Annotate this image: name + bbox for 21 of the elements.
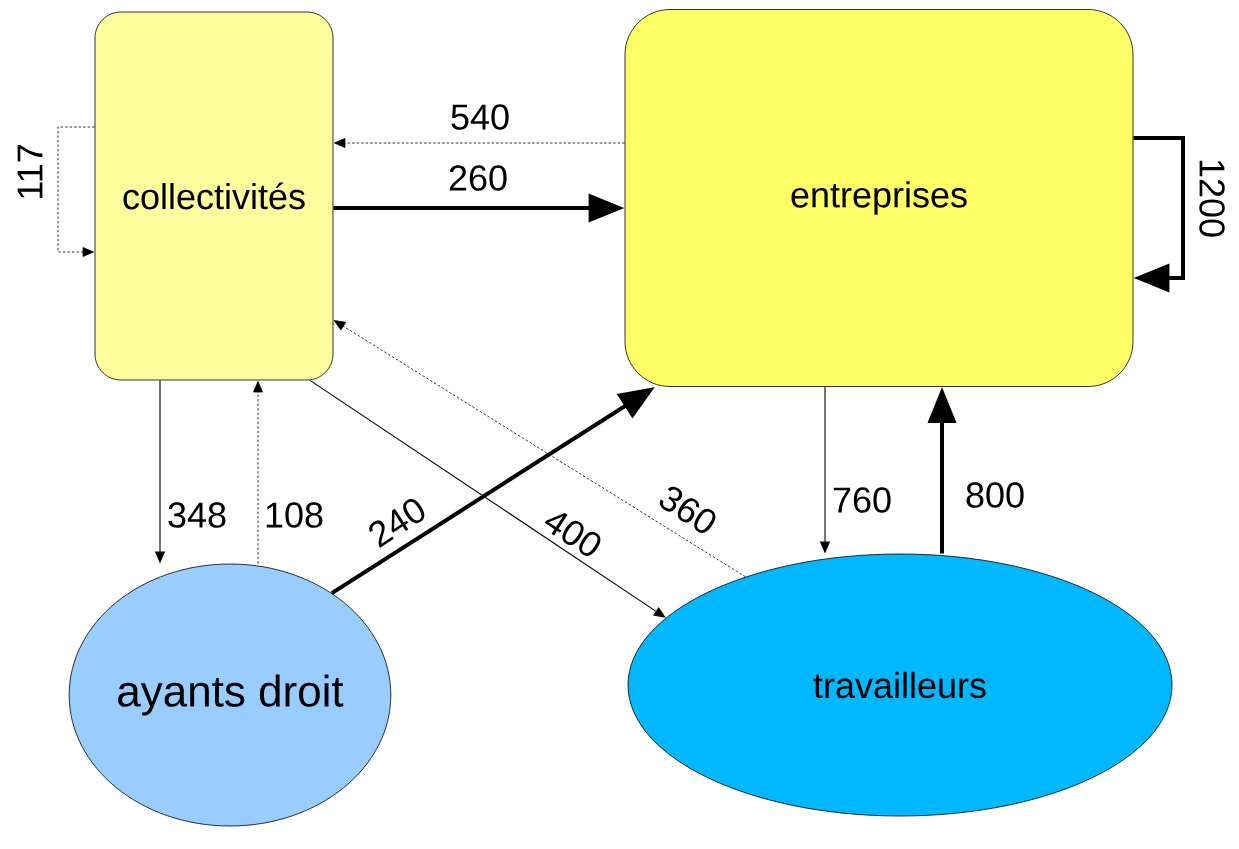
edge-label: 240 <box>363 493 431 551</box>
edge-label: 1200 <box>1198 156 1226 240</box>
edge-label: 760 <box>831 486 894 514</box>
edge-label: 800 <box>964 481 1027 509</box>
arrow <box>333 320 746 578</box>
edge-label: 540 <box>449 103 512 131</box>
edge-label: 360 <box>654 481 722 539</box>
ellipse-node: travailleurs <box>627 553 1173 817</box>
ellipse-node: ayants droit <box>68 563 392 827</box>
edge-label: 400 <box>539 504 607 562</box>
edge-label: 260 <box>447 164 510 192</box>
edge-label: 108 <box>262 501 326 529</box>
arrow <box>1133 136 1185 293</box>
edge-label: 348 <box>165 501 229 529</box>
arrow <box>57 126 95 257</box>
arrow <box>334 138 625 148</box>
arrow <box>309 379 666 618</box>
edge-label: 117 <box>16 142 44 202</box>
arrow <box>253 381 263 564</box>
rounded-box: collectivités <box>94 11 334 381</box>
rounded-box: entreprises <box>624 9 1134 387</box>
